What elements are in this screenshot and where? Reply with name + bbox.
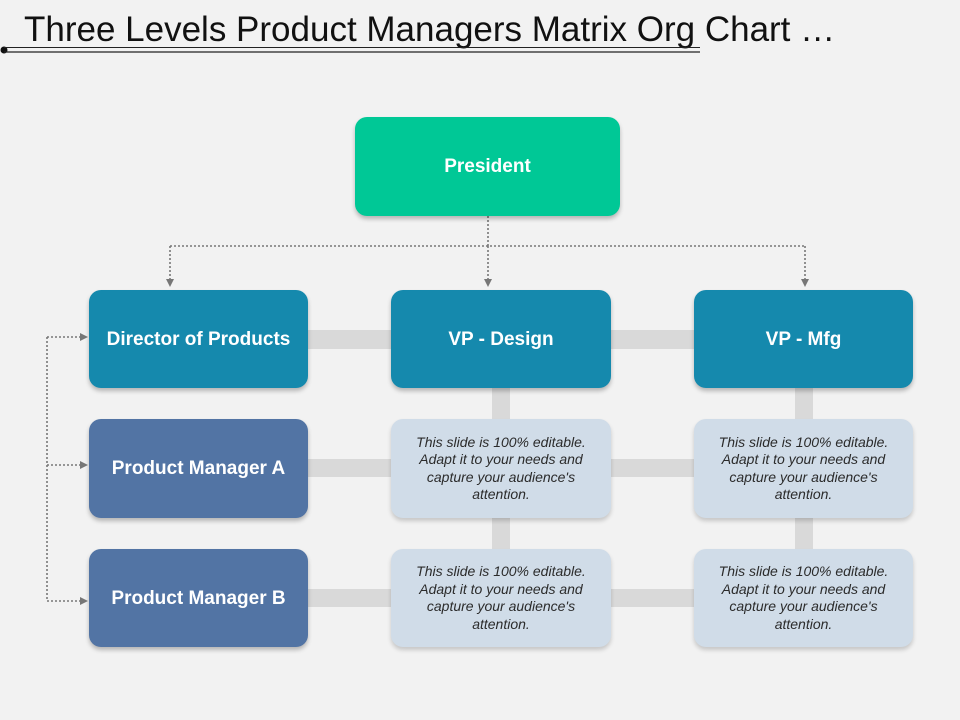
note-box-mfg-b: This slide is 100% editable. Adapt it to… [694, 549, 913, 647]
connector-bar-col2-lower [492, 512, 510, 556]
note-text: This slide is 100% editable. Adapt it to… [416, 433, 586, 503]
director-of-products-label: Director of Products [106, 328, 291, 350]
product-manager-a-label: Product Manager A [111, 458, 286, 479]
vp-design-label: VP - Design [448, 328, 554, 350]
connector-bar-col2-upper [492, 380, 510, 426]
connector-bar-row1-left [300, 330, 400, 349]
connector-bar-col3-lower [795, 512, 813, 556]
president-label: President [444, 155, 531, 177]
vp-mfg-label: VP - Mfg [765, 328, 842, 350]
director-of-products-box: Director of Products [89, 290, 308, 388]
note-text: This slide is 100% editable. Adapt it to… [718, 563, 889, 632]
note-box-design-a: This slide is 100% editable. Adapt it to… [391, 419, 611, 518]
connector-bar-row2-right [603, 459, 703, 477]
product-manager-b-label: Product Manager B [111, 587, 286, 609]
vp-mfg-box: VP - Mfg [694, 290, 913, 388]
slide-title: Three Levels Product Managers Matrix Org… [24, 10, 836, 49]
title-underline [0, 46, 700, 54]
connector-bar-row3-left [300, 589, 400, 607]
connector-bar-row2-left [300, 459, 400, 477]
note-text: This slide is 100% editable. Adapt it to… [416, 563, 586, 632]
connector-bar-col3-upper [795, 380, 813, 426]
president-box: President [355, 117, 620, 216]
product-manager-a-box: Product Manager A [89, 419, 308, 518]
note-text: This slide is 100% editable. Adapt it to… [718, 433, 889, 503]
product-manager-b-box: Product Manager B [89, 549, 308, 647]
connector-bar-row3-right [603, 589, 703, 607]
connector-bar-row1-right [603, 330, 703, 349]
note-box-mfg-a: This slide is 100% editable. Adapt it to… [694, 419, 913, 518]
vp-design-box: VP - Design [391, 290, 611, 388]
note-box-design-b: This slide is 100% editable. Adapt it to… [391, 549, 611, 647]
